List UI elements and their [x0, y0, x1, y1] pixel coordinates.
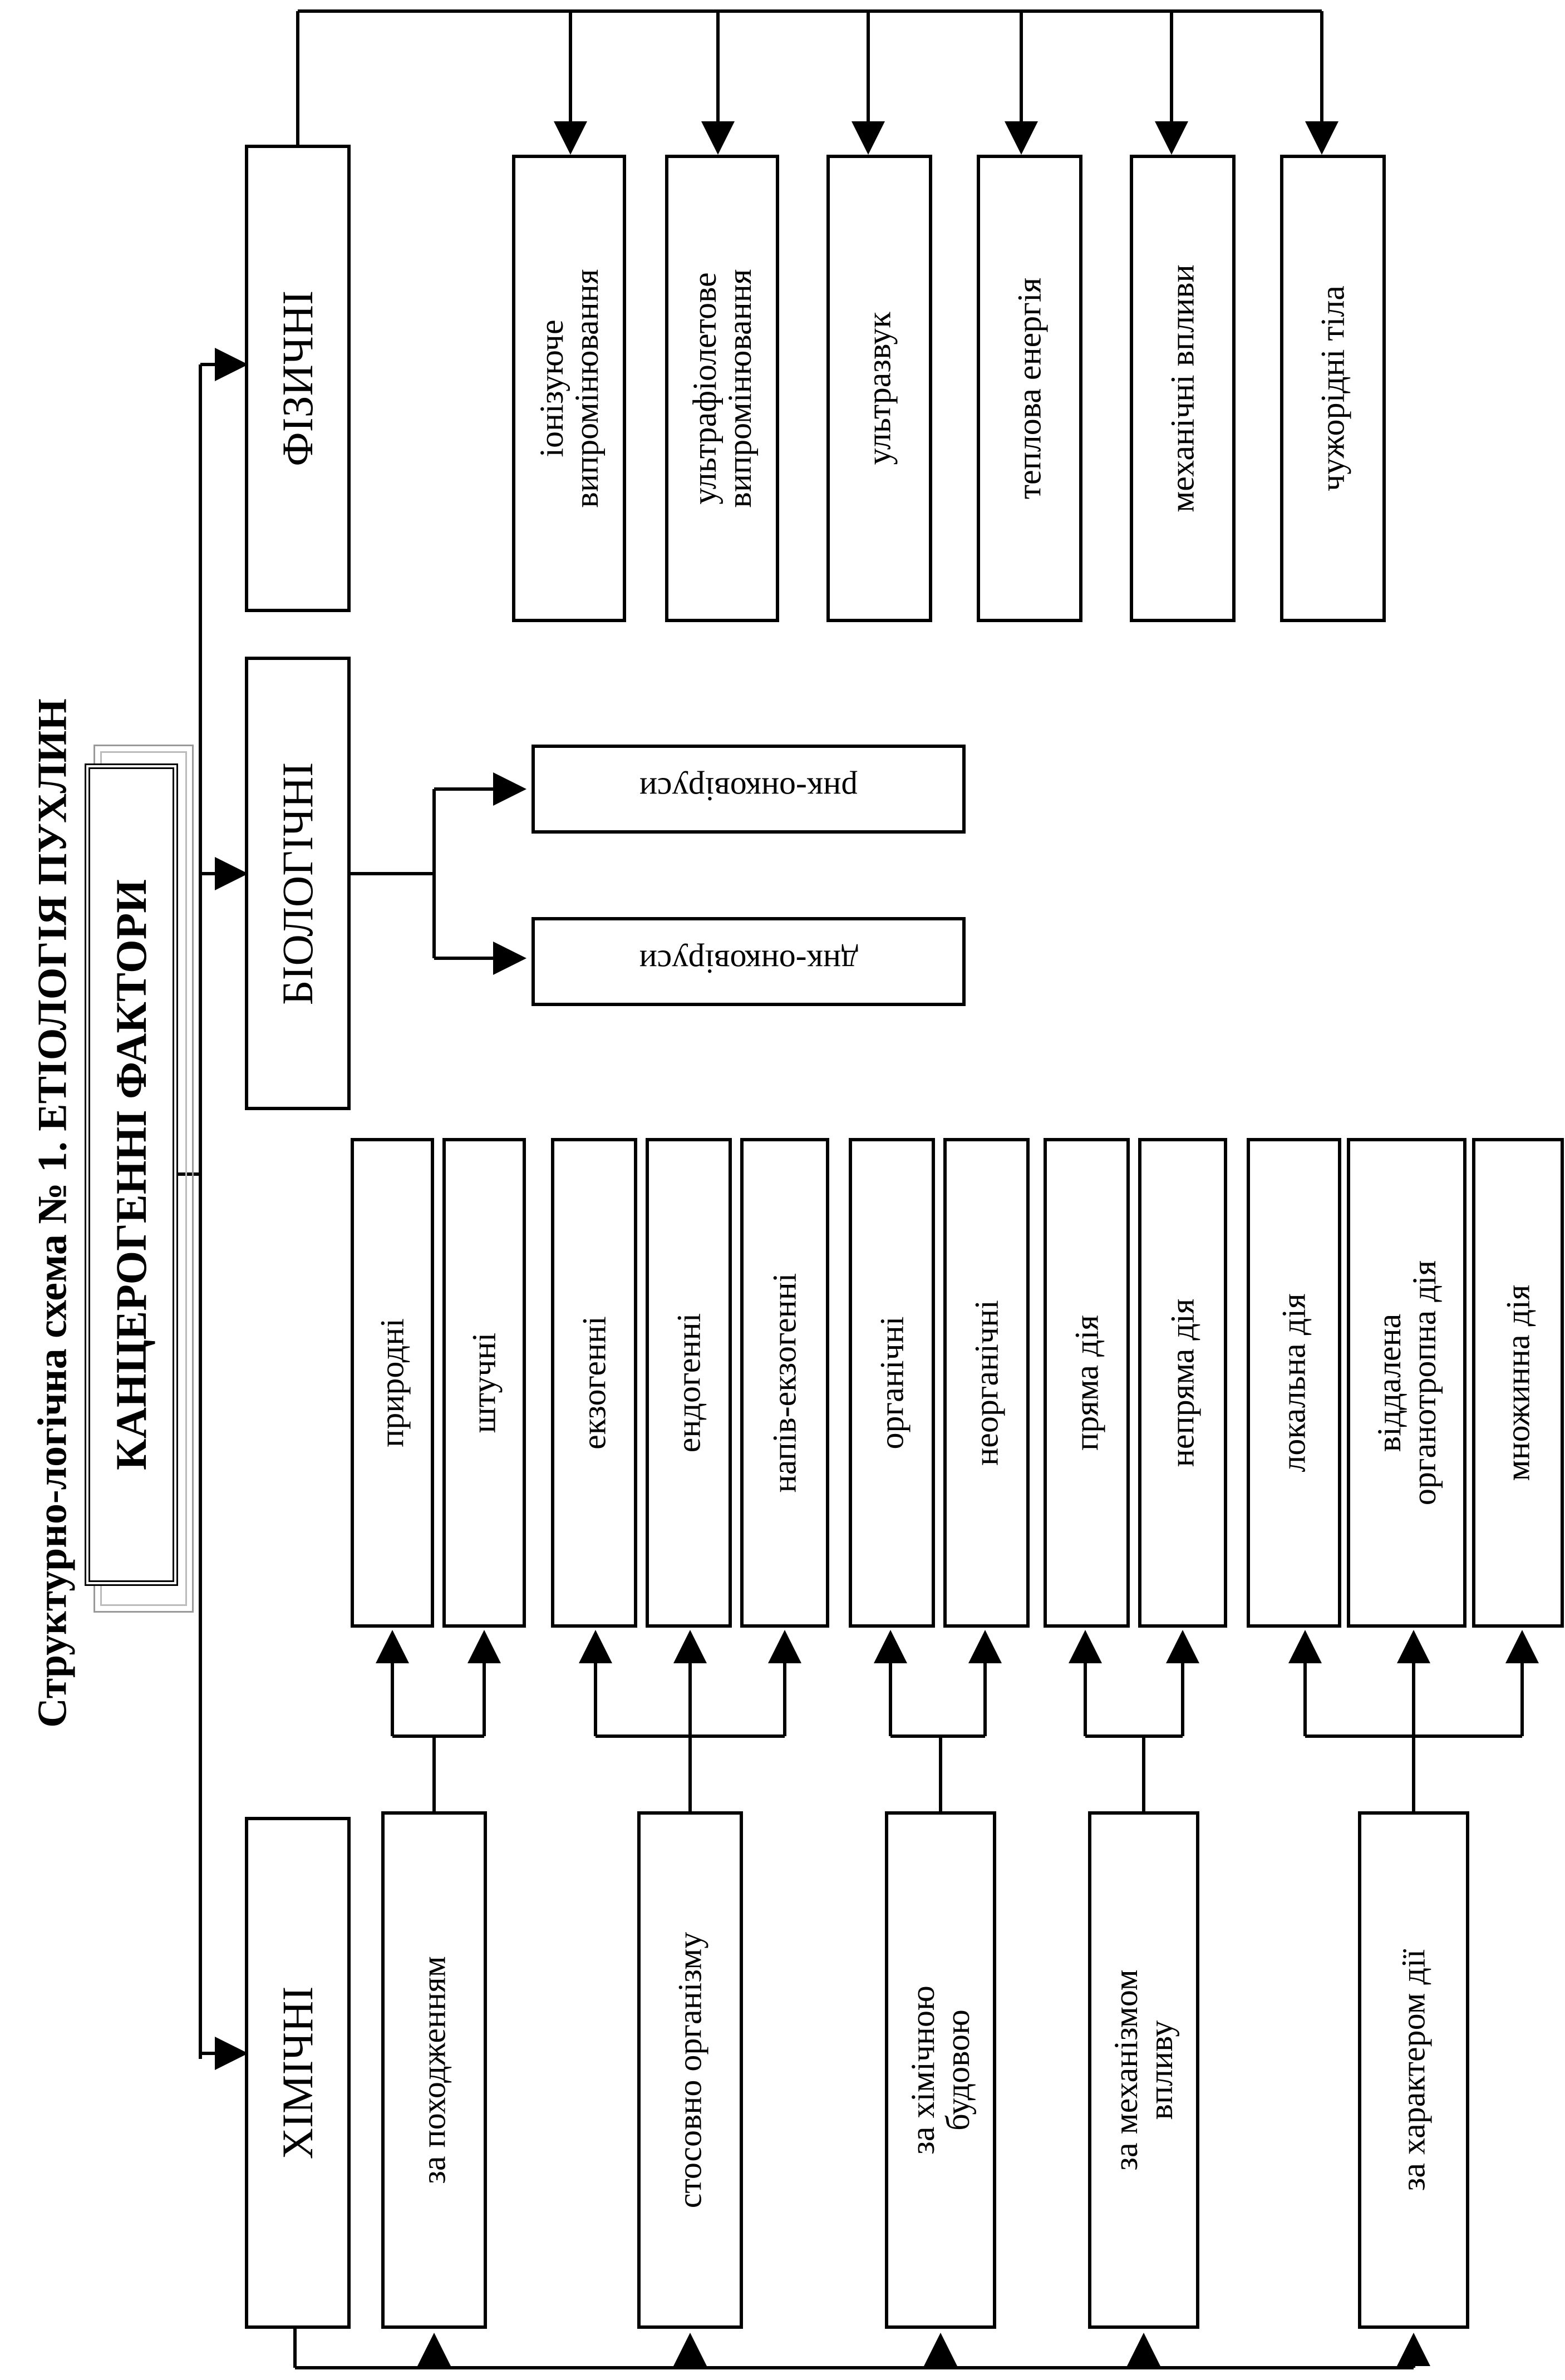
- chemical-group-1-label: за походженням: [415, 1956, 452, 2184]
- physical-item-2-line2: випромінювання: [721, 269, 758, 508]
- biological-item-dna-label: днк-онковіруси: [639, 943, 858, 980]
- chemical-group-4-line2: впливу: [1143, 2020, 1179, 2120]
- chemical-item-indirect: непряма дія: [1138, 1138, 1227, 1628]
- physical-item-5: механічні впливи: [1130, 155, 1236, 622]
- page-title: Структурно-логічна схема № 1. ЕТІОЛОГІЯ …: [29, 698, 76, 1728]
- chemical-item-artificial: штучні: [442, 1138, 526, 1628]
- physical-box: ФІЗИЧНІ: [245, 145, 351, 612]
- physical-item-5-label: механічні впливи: [1164, 264, 1201, 513]
- chemical-item-multiple: множинна дія: [1472, 1138, 1564, 1628]
- chemical-item-remote-line2: органотропна дія: [1405, 1260, 1443, 1506]
- physical-item-3: ультразвук: [826, 155, 932, 622]
- biological-box: БІОЛОГІЧНІ: [245, 657, 351, 1110]
- chemical-group-3-line1: за хімічною: [904, 1985, 941, 2155]
- chemical-group-2-label: стосовно організму: [671, 1931, 708, 2209]
- chemical-label: ХІМІЧНІ: [273, 1986, 322, 2160]
- chemical-item-exogenous: екзогенні: [551, 1138, 637, 1628]
- chemical-item-remote-line1: віддалена: [1370, 1313, 1407, 1452]
- root-label: КАНЦЕРОГЕННІ ФАКТОРИ: [107, 879, 156, 1470]
- physical-item-1-line2: випромінювання: [568, 269, 605, 508]
- chemical-group-2: стосовно організму: [637, 1811, 743, 2329]
- root-box: КАНЦЕРОГЕННІ ФАКТОРИ: [85, 763, 178, 1586]
- chemical-item-endogenous: ендогенні: [646, 1138, 732, 1628]
- chemical-item-indirect-label: непряма дія: [1164, 1298, 1201, 1467]
- chemical-group-4-line1: за механізмом: [1108, 1969, 1144, 2171]
- chemical-item-local: локальна дія: [1247, 1138, 1341, 1628]
- chemical-item-local-label: локальна дія: [1275, 1293, 1312, 1472]
- chemical-item-semi-exogenous: напів-екзогенні: [740, 1138, 829, 1628]
- chemical-item-inorganic: неорганічні: [943, 1138, 1030, 1628]
- chemical-item-direct: пряма дія: [1044, 1138, 1130, 1628]
- physical-item-6-label: чужорідні тіла: [1314, 285, 1351, 491]
- chemical-group-3-line2: будовою: [939, 2009, 976, 2131]
- chemical-item-semi-exogenous-label: напів-екзогенні: [766, 1273, 803, 1493]
- chemical-group-5-label: за характером дії: [1395, 1949, 1432, 2191]
- physical-item-6: чужорідні тіла: [1280, 155, 1386, 622]
- physical-item-1-line1: іонізуюче: [533, 319, 570, 457]
- chemical-item-exogenous-label: екзогенні: [575, 1316, 612, 1450]
- chemical-item-natural-label: природні: [373, 1318, 411, 1447]
- physical-item-4-label: теплова енергія: [1011, 277, 1048, 500]
- chemical-item-organic: органічні: [849, 1138, 935, 1628]
- biological-item-rna-label: рнк-онковіруси: [639, 771, 858, 808]
- chemical-group-5: за характером дії: [1358, 1811, 1469, 2329]
- physical-label: ФІЗИЧНІ: [273, 290, 322, 466]
- chemical-item-natural: природні: [351, 1138, 434, 1628]
- physical-item-2-line1: ультрафіолетове: [686, 272, 723, 505]
- physical-item-3-label: ультразвук: [860, 312, 898, 465]
- physical-item-4: теплова енергія: [977, 155, 1082, 622]
- chemical-item-multiple-label: множинна дія: [1499, 1284, 1536, 1481]
- biological-item-dna: днк-онковіруси: [531, 917, 966, 1006]
- chemical-item-direct-label: пряма дія: [1068, 1315, 1105, 1451]
- chemical-box: ХІМІЧНІ: [245, 1817, 351, 2329]
- biological-item-rna: рнк-онковіруси: [531, 745, 966, 834]
- chemical-item-inorganic-label: неорганічні: [968, 1300, 1005, 1466]
- chemical-group-1: за походженням: [381, 1811, 487, 2329]
- chemical-item-artificial-label: штучні: [465, 1332, 503, 1433]
- chemical-item-endogenous-label: ендогенні: [670, 1313, 707, 1453]
- chemical-item-organic-label: органічні: [873, 1316, 910, 1450]
- biological-label: БІОЛОГІЧНІ: [273, 762, 322, 1005]
